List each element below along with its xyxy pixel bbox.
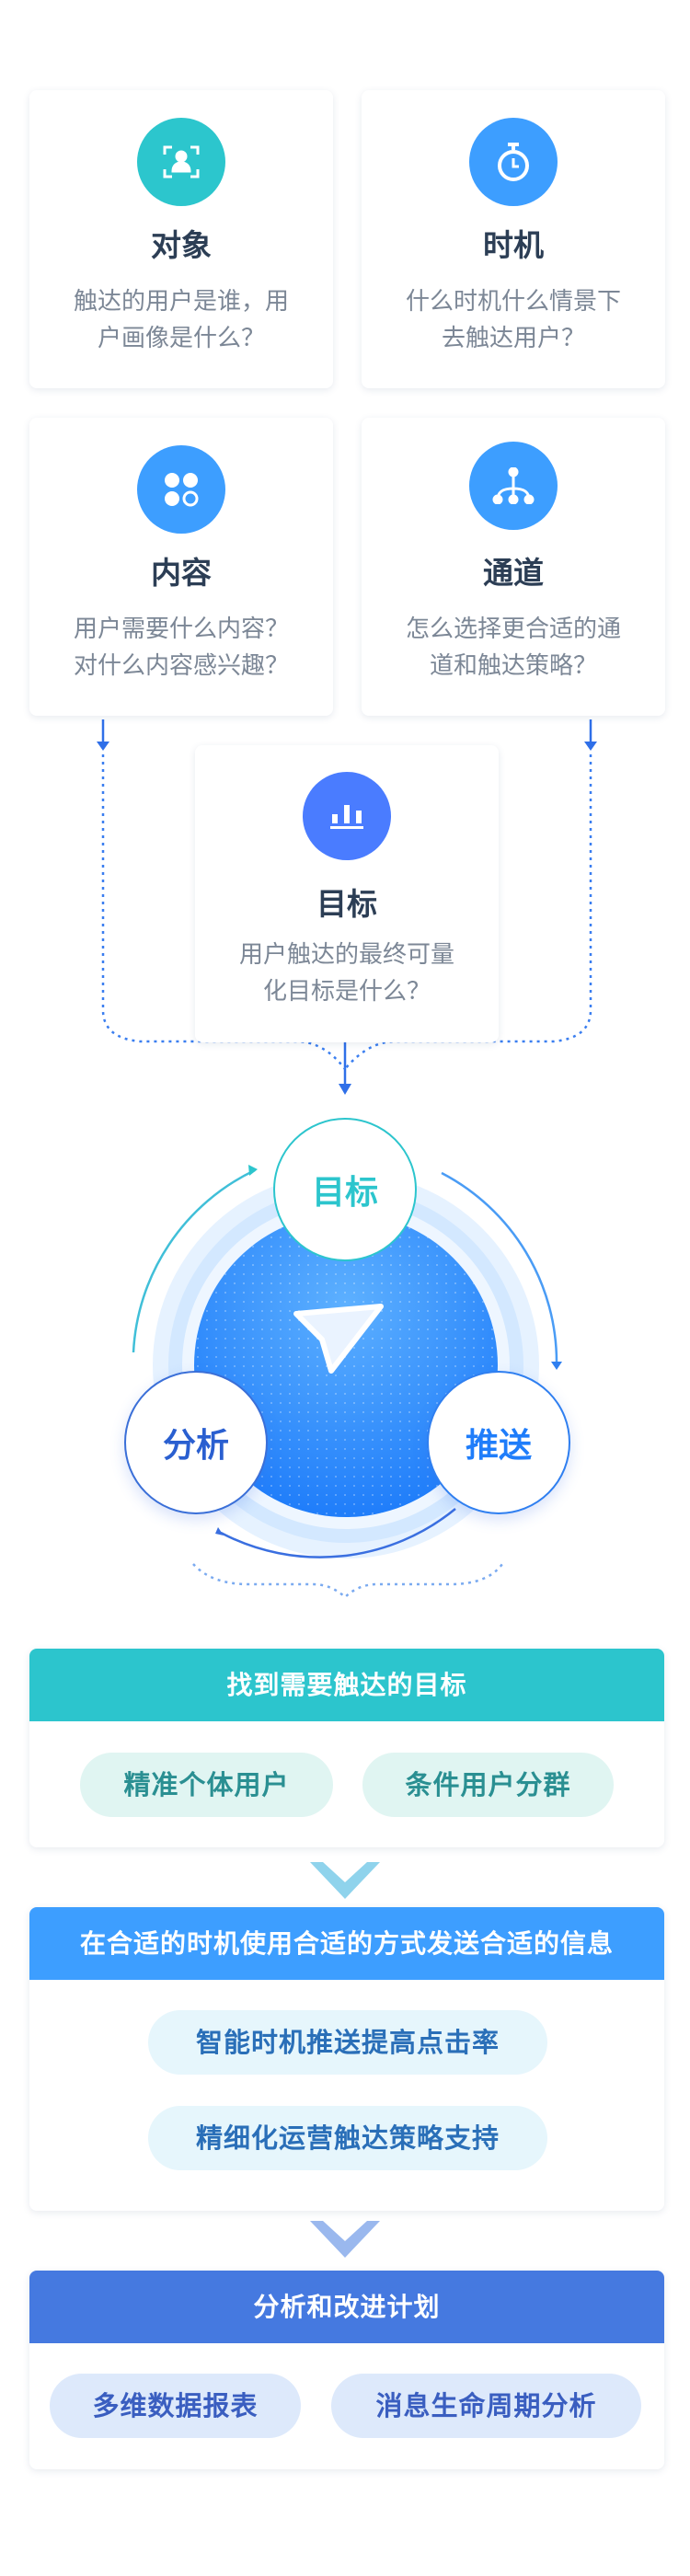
channel-branch-icon (469, 442, 558, 530)
card-channel: 通道 怎么选择更合适的通道和触达策略？ (362, 418, 665, 716)
app-logo-icon (293, 1304, 384, 1374)
card-title: 通道 (483, 555, 544, 591)
bar-chart-icon (303, 772, 391, 860)
stopwatch-icon (469, 118, 558, 206)
card-title: 内容 (151, 555, 212, 591)
flow-connectors (97, 719, 597, 1095)
chevron-down-icon (310, 1862, 380, 1899)
card-goal: 目标 用户触达的最终可量化目标是什么？ (195, 745, 499, 1042)
card-desc: 怎么选择更合适的通道和触达策略？ (405, 615, 621, 680)
cycle-push-node: 推送 (427, 1371, 570, 1514)
section-find-target: 找到需要触达的目标 精准个体用户 条件用户分群 (29, 1649, 664, 1847)
card-content: 内容 用户需要什么内容？对什么内容感兴趣？ (29, 418, 333, 716)
section-header: 在合适的时机使用合适的方式发送合适的信息 (29, 1907, 664, 1980)
pill-fine-ops: 精细化运营触达策略支持 (148, 2106, 547, 2170)
pill-user-segment: 条件用户分群 (362, 1753, 614, 1817)
card-title: 对象 (151, 227, 212, 263)
section-header: 找到需要触达的目标 (29, 1649, 664, 1721)
section-analysis-plan: 分析和改进计划 多维数据报表 消息生命周期分析 (29, 2271, 664, 2469)
pill-lifecycle-analysis: 消息生命周期分析 (331, 2374, 641, 2438)
cycle-analysis-node: 分析 (124, 1371, 268, 1514)
section-header: 分析和改进计划 (29, 2271, 664, 2343)
card-title: 时机 (483, 227, 544, 263)
pill-data-report: 多维数据报表 (50, 2374, 301, 2438)
card-object: 对象 触达的用户是谁，用户画像是什么？ (29, 90, 333, 388)
card-desc: 用户触达的最终可量化目标是什么？ (238, 941, 454, 1006)
pill-precise-user: 精准个体用户 (80, 1753, 333, 1817)
card-desc: 触达的用户是谁，用户画像是什么？ (73, 288, 289, 352)
cycle-goal-node: 目标 (273, 1118, 417, 1261)
card-title: 目标 (316, 886, 377, 922)
section-send-message: 在合适的时机使用合适的方式发送合适的信息 智能时机推送提高点击率 精细化运营触达… (29, 1907, 664, 2211)
card-desc: 什么时机什么情景下去触达用户？ (405, 288, 621, 352)
pill-smart-timing: 智能时机推送提高点击率 (148, 2010, 547, 2075)
user-scan-icon (137, 118, 225, 206)
card-desc: 用户需要什么内容？对什么内容感兴趣？ (73, 615, 289, 680)
content-grid-icon (137, 445, 225, 534)
chevron-down-icon (310, 2221, 380, 2258)
card-timing: 时机 什么时机什么情景下去触达用户？ (362, 90, 665, 388)
